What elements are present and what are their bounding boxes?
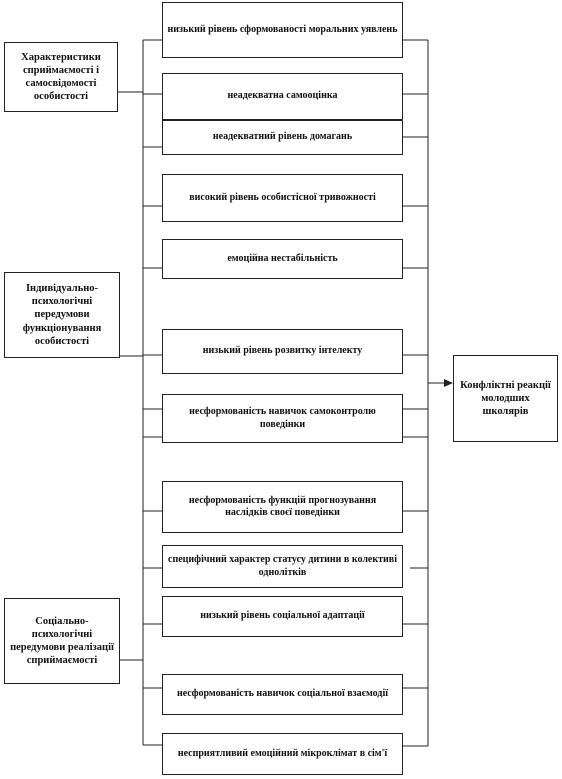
factor-box: низький рівень сформованості моральних у… (162, 2, 403, 58)
factor-box: емоційна нестабільність (162, 239, 403, 279)
category-social-label: Соціально-психологічні передумови реаліз… (10, 615, 114, 667)
factor-label: специфічний характер статусу дитини в ко… (168, 554, 397, 578)
category-individual: Індивідуально-психологічні передумови фу… (4, 272, 120, 358)
factor-label: несприятливий емоційний мікроклімат в сі… (177, 747, 388, 759)
factor-box: низький рівень соціальної адаптації (162, 596, 403, 637)
factor-label: несформованість функцій прогнозування на… (188, 494, 377, 519)
factor-box: несформованість функцій прогнозування на… (162, 481, 403, 533)
factor-box: несприятливий емоційний мікроклімат в сі… (162, 733, 403, 775)
category-characteristics-label: Характеристики сприймаємості і самосвідо… (21, 51, 101, 103)
factor-label: неадекватний рівень домагань (212, 131, 353, 143)
factor-box: несформованість навичок самоконтролю пов… (162, 394, 403, 443)
result-label: Конфліктні реакції молодших школярів (460, 379, 551, 418)
factor-box: несформованість навичок соціальної взаєм… (162, 674, 403, 715)
factor-label: несформованість навичок соціальної взаєм… (176, 688, 389, 700)
factor-box: низький рівень розвитку інтелекту (162, 329, 403, 374)
factor-label: емоційна нестабільність (227, 252, 338, 264)
category-individual-label: Індивідуально-психологічні передумови фу… (22, 283, 102, 347)
factor-box: неадекватний рівень домагань (162, 120, 403, 155)
result-box: Конфліктні реакції молодших школярів (453, 355, 558, 442)
factor-box: неадекватна самооцінка (162, 73, 403, 120)
factor-label: низький рівень розвитку інтелекту (202, 345, 363, 357)
arrowhead-icon (444, 379, 453, 387)
factor-label: неадекватна самооцінка (227, 90, 338, 102)
factor-box: специфічний характер статусу дитини в ко… (162, 545, 403, 588)
factor-box: високий рівень особистісної тривожності (162, 174, 403, 222)
factor-label: низький рівень соціальної адаптації (200, 610, 365, 622)
factor-label: високий рівень особистісної тривожності (189, 191, 376, 203)
factor-label: несформованість навичок самоконтролю пов… (189, 406, 376, 430)
category-social: Соціально-психологічні передумови реаліз… (4, 598, 120, 684)
category-characteristics: Характеристики сприймаємості і самосвідо… (4, 42, 118, 112)
factor-label: низький рівень сформованості моральних у… (167, 23, 398, 35)
